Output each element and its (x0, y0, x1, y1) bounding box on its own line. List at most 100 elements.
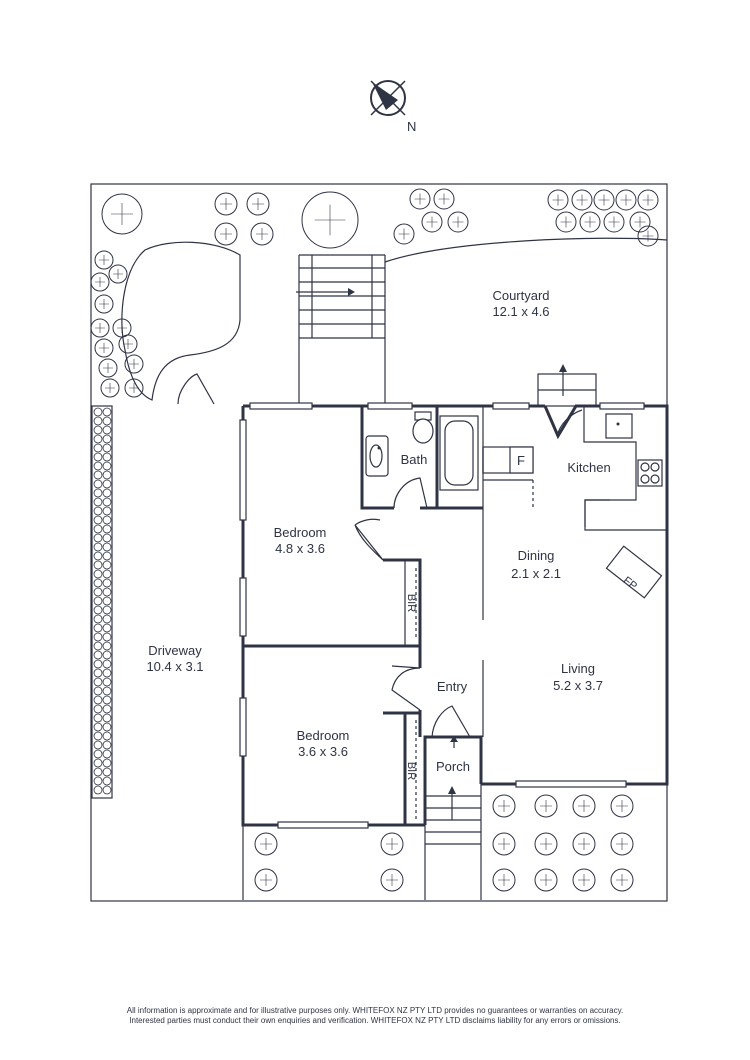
shrub-icon (301, 191, 359, 249)
fireplace-icon (605, 545, 663, 599)
bedroom1-size: 4.8 x 3.6 (275, 541, 325, 556)
hedge-shrub-icon (102, 776, 112, 786)
shrub-detail (426, 216, 438, 228)
shrub-detail (634, 216, 646, 228)
hedge-shrub-icon (102, 767, 112, 777)
shrub-detail (608, 216, 620, 228)
shrub-icon (94, 338, 114, 358)
hedge-shrub-icon (102, 677, 112, 687)
hedge-shrub-icon (102, 533, 112, 543)
shrub-detail (99, 255, 109, 265)
hedge-shrub-icon (102, 704, 112, 714)
shrub-icon (254, 868, 278, 892)
hedge-shrub-icon (102, 443, 112, 453)
shrub-icon (98, 358, 118, 378)
hedge-shrub-icon (102, 668, 112, 678)
shrub-icon (94, 294, 114, 314)
shrub-icon (610, 868, 634, 892)
hedge-shrub-icon (102, 731, 112, 741)
courtyard-label: Courtyard (492, 288, 549, 303)
hedge-shrub-icon (102, 758, 112, 768)
cooktop-icon (637, 459, 663, 487)
dining-size: 2.1 x 2.1 (511, 566, 561, 581)
hedge-shrub-icon (102, 497, 112, 507)
side-gate (177, 373, 215, 405)
fridge-box (509, 446, 534, 474)
shrub-detail (398, 228, 410, 240)
hedge-shrub-icon (93, 578, 103, 588)
shrub-detail (385, 873, 399, 887)
shrub-icon (492, 868, 516, 892)
shrub-icon (579, 211, 601, 233)
living-size: 5.2 x 3.7 (553, 678, 603, 693)
hedge-shrub-icon (93, 497, 103, 507)
hedge-shrub-icon (102, 587, 112, 597)
shrub-detail (539, 837, 553, 851)
porch-steps (424, 736, 482, 900)
shrub-detail (598, 194, 610, 206)
shrub-detail (497, 799, 511, 813)
shrub-icon (214, 222, 238, 246)
shrub-detail (105, 383, 115, 393)
windows (239, 402, 645, 829)
shrub-detail (219, 197, 233, 211)
shrub-icon (90, 272, 110, 292)
bedroom2-label: Bedroom (297, 728, 350, 743)
shrub-detail (414, 193, 426, 205)
shrub-detail (219, 227, 233, 241)
kitchen-fixtures (482, 406, 667, 531)
hedge-shrub-icon (93, 785, 103, 795)
shrub-icon (534, 832, 558, 856)
shrub-icon (118, 334, 138, 354)
shrub-icon (534, 868, 558, 892)
hedge-shrub-icon (93, 686, 103, 696)
hedge-shrub-icon (93, 479, 103, 489)
shrub-detail (95, 323, 105, 333)
shrub-icon (610, 832, 634, 856)
shrub-icon (615, 189, 637, 211)
bathtub-icon (439, 415, 479, 491)
shrub-detail (95, 277, 105, 287)
hedge-shrub-icon (93, 569, 103, 579)
entry-label: Entry (437, 679, 468, 694)
shrub-icon (250, 222, 274, 246)
shrub-detail (552, 194, 564, 206)
hedge-shrub-icon (93, 596, 103, 606)
shrub-icon (534, 794, 558, 818)
shrub-icon (572, 794, 596, 818)
shrub-icon (629, 211, 651, 233)
shrub-detail (385, 837, 399, 851)
hedge-shrub-icon (102, 614, 112, 624)
driveway-size: 10.4 x 3.1 (146, 659, 203, 674)
kitchen-sink-icon (605, 413, 633, 439)
shrub-detail (103, 363, 113, 373)
hedge-shrub-icon (93, 560, 103, 570)
hedge-shrub-icon (93, 452, 103, 462)
hedge-shrub-icon (102, 785, 112, 795)
courtyard-size: 12.1 x 4.6 (492, 304, 549, 319)
shrub-icon (101, 193, 143, 235)
hedge-shrub-icon (93, 767, 103, 777)
shrub-detail (129, 383, 139, 393)
shrub-icon (447, 211, 469, 233)
hedge-shrub-icon (93, 470, 103, 480)
shrub-detail (539, 873, 553, 887)
shrub-detail (99, 299, 109, 309)
hedge-shrub-icon (93, 461, 103, 471)
interior-walls (243, 406, 610, 825)
hedge-shrub-icon (93, 443, 103, 453)
hedge-shrub-icon (102, 578, 112, 588)
hedge-shrub-icon (102, 650, 112, 660)
hedge-shrub-icon (93, 542, 103, 552)
kitchen-label: Kitchen (567, 460, 610, 475)
shrub-icon (572, 832, 596, 856)
hedge-shrub-icon (102, 659, 112, 669)
shrub-icon (124, 378, 144, 398)
shrub-icon (393, 223, 415, 245)
hedge-shrub-icon (102, 407, 112, 417)
shrub-detail (577, 799, 591, 813)
hedge-shrub-icon (102, 605, 112, 615)
shrub-icon (547, 189, 569, 211)
driveway-label: Driveway (148, 643, 202, 658)
shrub-detail (577, 837, 591, 851)
